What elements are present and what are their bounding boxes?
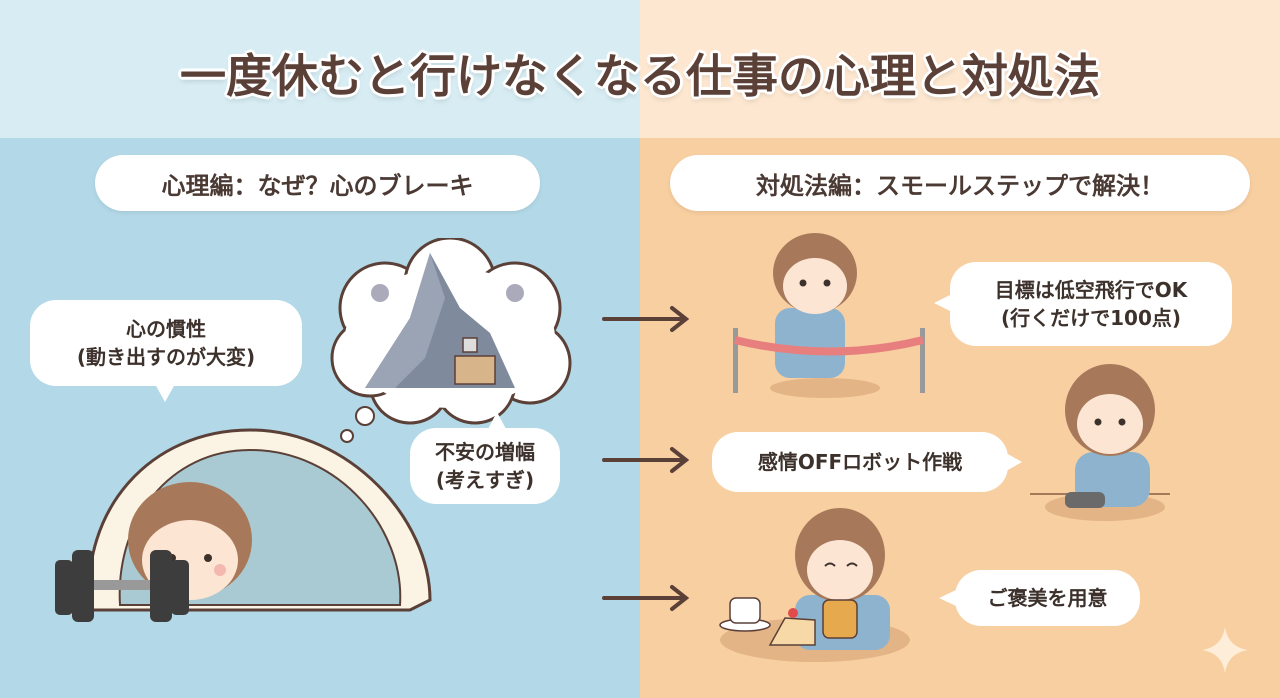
desk-icon [454,355,496,385]
reward-title: ご褒美を用意 [987,586,1108,610]
girl-with-coffee-and-cake-illustration [719,508,910,662]
mug-icon [822,599,858,639]
inertia-bubble: 心の慣性 (動き出すのが大変) [30,300,302,386]
cake-icon [768,617,816,646]
sparkle-icon [1202,627,1248,673]
girl-under-blanket-illustration [55,428,432,622]
low-goal-bubble: 目標は低空飛行でOK (行くだけで100点) [950,262,1232,346]
bubble-tail [488,412,506,429]
thought-cloud [330,238,572,443]
inertia-subtitle: (動き出すのが大変) [76,345,256,369]
bubble-tail [155,384,175,402]
anxiety-subtitle: (考えすぎ) [435,468,535,492]
right-section-header: 対処法編：スモールステップで解決！ [670,155,1250,211]
arrow-right-icon [602,447,690,473]
dumbbell-icon [55,550,189,622]
low-goal-subtitle: (行くだけで100点) [1000,306,1182,330]
left-section-header: 心理編：なぜ？心のブレーキ [95,155,540,211]
bubble-tail [1006,453,1022,471]
anxiety-bubble: 不安の増幅 (考えすぎ) [410,428,560,504]
right-title-band [640,0,1280,138]
page-title: 一度休むと行けなくなる仕事の心理と対処法 [180,49,1100,103]
arrow-right-icon [602,585,690,611]
girl-crossing-finish-line-illustration [733,233,925,398]
left-title-band [0,0,640,138]
anxiety-title: 不安の増幅 [435,440,535,464]
bubble-tail [934,294,952,312]
robot-mode-title: 感情OFFロボット作戦 [757,450,963,474]
bubble-tail [939,590,956,606]
inertia-title: 心の慣性 [126,317,206,341]
reward-bubble: ご褒美を用意 [955,570,1140,626]
coffee-cup-icon [729,597,761,624]
low-goal-title: 目標は低空飛行でOK [994,278,1188,302]
sitting-girl-illustration [1030,364,1170,521]
robot-mode-bubble: 感情OFFロボット作戦 [712,432,1008,492]
arrow-right-icon [602,306,690,332]
